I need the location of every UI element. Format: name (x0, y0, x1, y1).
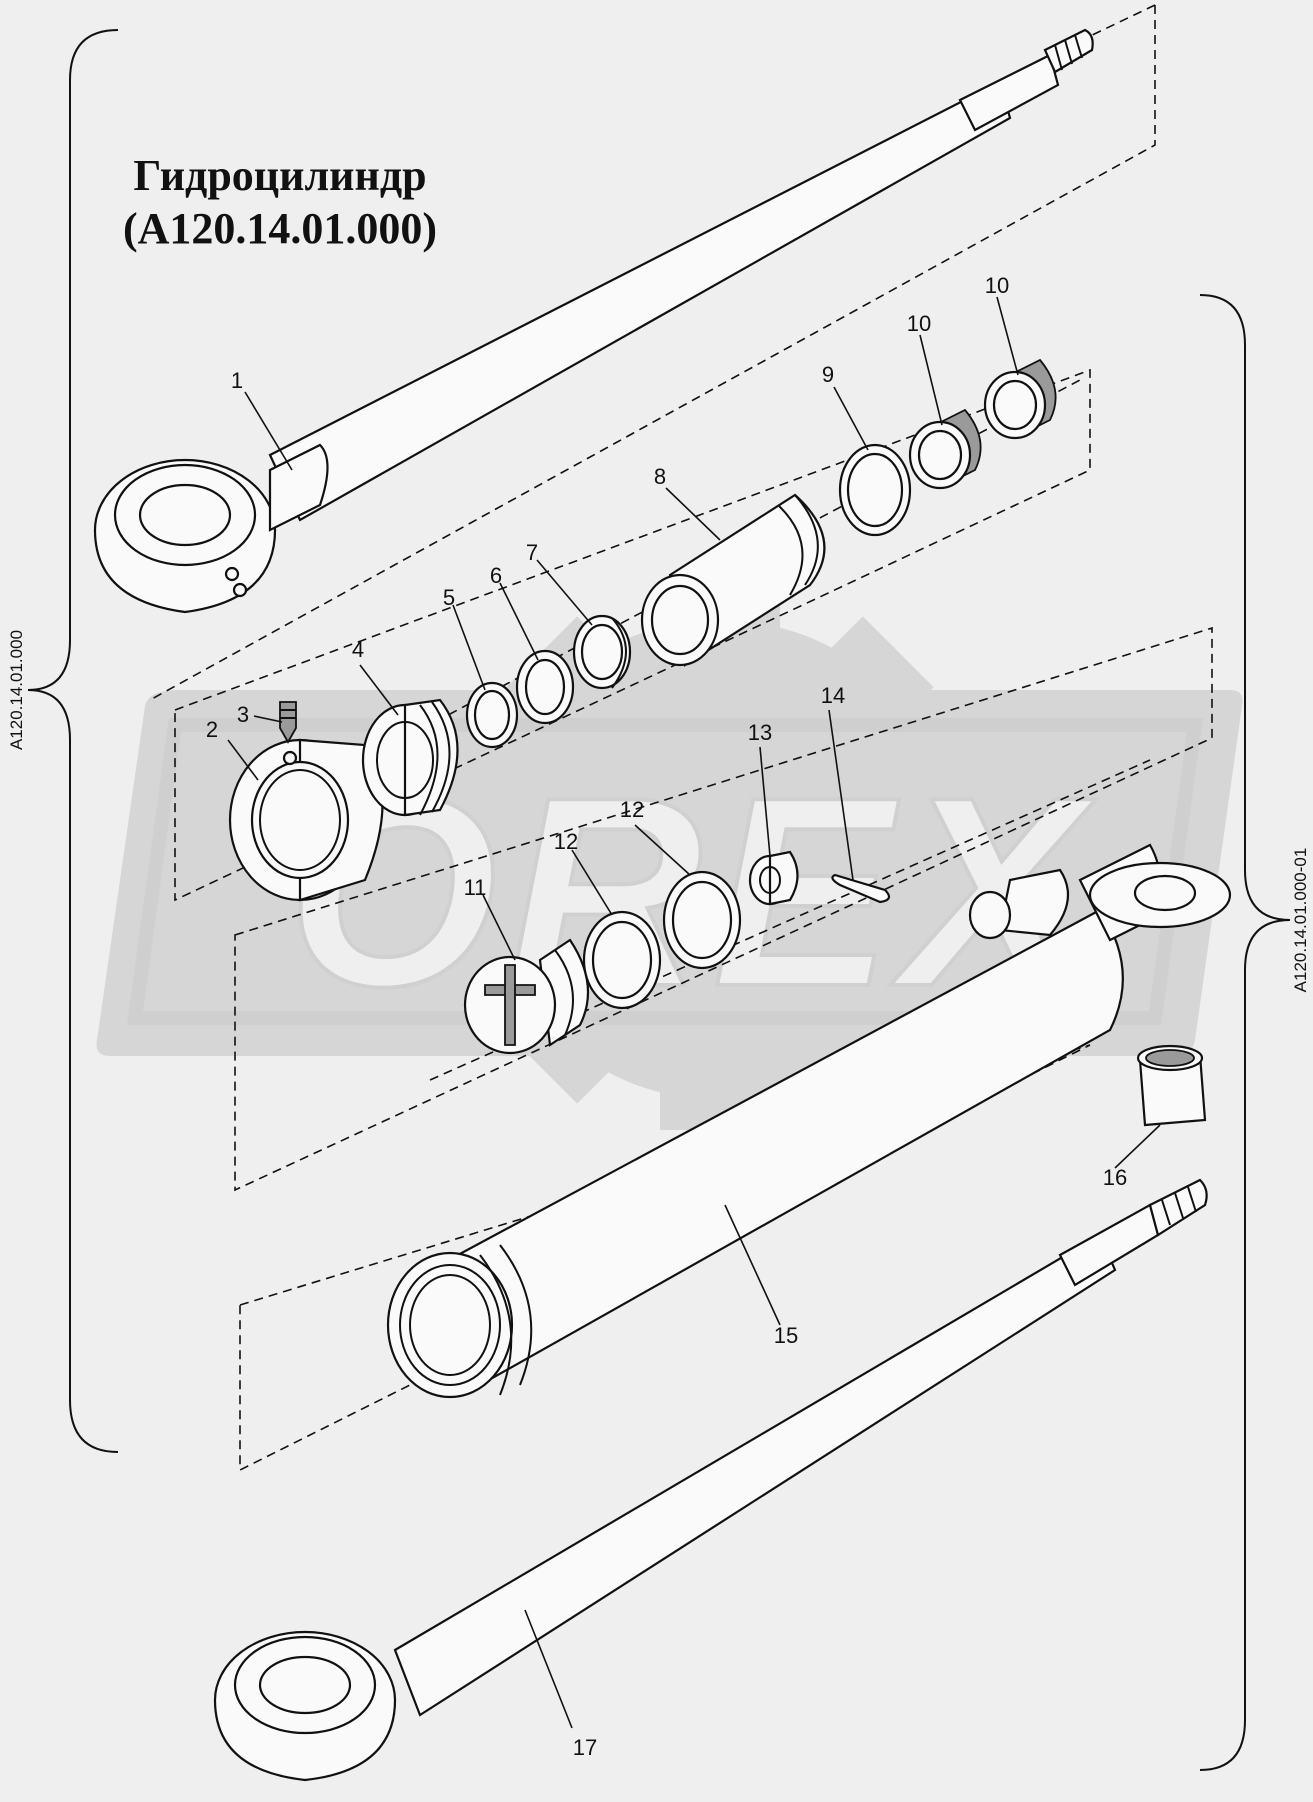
part-6-ring (515, 649, 575, 725)
part-2-gland-nut (228, 738, 384, 902)
label-part-16: 16 (1103, 1165, 1127, 1190)
part-11-piston (463, 938, 590, 1055)
diagram-title-line1: Гидроцилиндр (133, 151, 426, 200)
left-assembly-brace: A120.14.01.000 (7, 29, 119, 1453)
label-part-3: 3 (237, 702, 249, 727)
label-part-10a: 10 (907, 311, 931, 336)
guide-box-cylinder (239, 1044, 1091, 1472)
part-17-rod-eye (213, 1178, 1208, 1782)
label-part-6: 6 (490, 563, 502, 588)
label-part-1: 1 (231, 368, 243, 393)
label-part-5: 5 (443, 585, 455, 610)
diagram-title-line2: (A120.14.01.000) (123, 204, 437, 253)
left-assembly-label: A120.14.01.000 (7, 630, 26, 750)
right-assembly-brace: A120.14.01.000-01 (1199, 294, 1310, 1771)
label-part-17: 17 (573, 1735, 597, 1760)
part-4-rod-guide (361, 698, 459, 817)
label-part-8: 8 (654, 464, 666, 489)
part-9-ring (838, 443, 912, 537)
label-part-2: 2 (206, 717, 218, 742)
part-10b-sleeve (983, 358, 1057, 440)
part-13-castle-nut (748, 850, 799, 906)
part-16-sleeve (1136, 1044, 1207, 1127)
axis-line-lower (429, 759, 1151, 1081)
part-7-seal (572, 614, 632, 690)
leader-lines (227, 296, 1161, 1729)
label-part-12b: 12 (620, 797, 644, 822)
part-15-cylinder-tube (386, 843, 1232, 1399)
guide-box-seals (234, 626, 1213, 1192)
label-part-10b: 10 (985, 273, 1009, 298)
part-1-rod-eye (93, 28, 1094, 614)
right-assembly-label: A120.14.01.000-01 (1291, 848, 1310, 993)
part-14-cotter-pin (831, 873, 891, 904)
part-12b-seal (662, 870, 742, 970)
part-3-set-screw (279, 701, 297, 744)
label-part-4: 4 (352, 637, 364, 662)
part-10a-sleeve (908, 408, 982, 490)
label-part-7: 7 (526, 540, 538, 565)
label-part-9: 9 (822, 362, 834, 387)
label-part-11: 11 (464, 875, 487, 900)
part-number-labels: 1 2 3 4 5 6 7 8 9 10 10 11 12 12 13 14 1… (206, 273, 1127, 1760)
guide-box-piston-group (174, 368, 1091, 902)
label-part-12a: 12 (554, 829, 578, 854)
part-12a-seal (582, 910, 662, 1010)
part-8-bush (640, 493, 826, 667)
label-part-14: 14 (821, 683, 845, 708)
label-part-13: 13 (748, 720, 772, 745)
label-part-15: 15 (774, 1323, 798, 1348)
part-5-ring (465, 681, 519, 749)
